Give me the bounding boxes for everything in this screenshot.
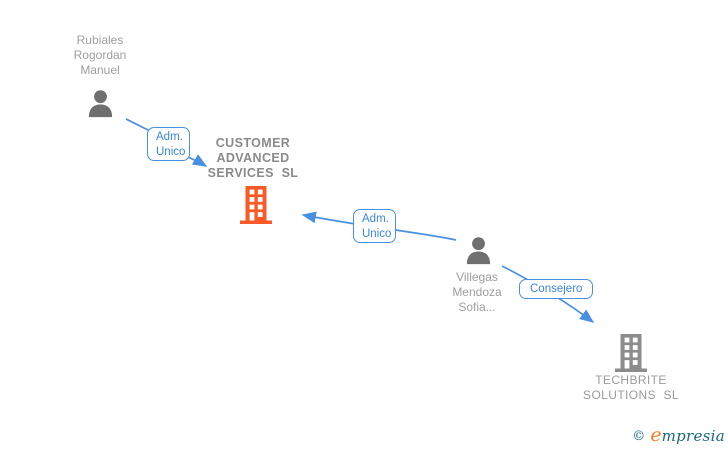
company1-name[interactable]: CUSTOMER ADVANCED SERVICES SL	[207, 136, 299, 180]
empresia-logo[interactable]: © empresia	[632, 424, 725, 446]
company1-building-icon[interactable]	[239, 186, 273, 224]
person1-icon[interactable]	[86, 89, 115, 118]
edge-label-adm-unico-2: Adm. Unico	[353, 209, 396, 243]
brand-name: mpresia	[661, 427, 725, 445]
edge-label-adm-unico-1: Adm. Unico	[147, 127, 190, 161]
brand-initial: e	[650, 424, 662, 446]
copyright-icon: ©	[632, 429, 646, 444]
company2-building-icon[interactable]	[614, 334, 648, 372]
person2-name[interactable]: Villegas Mendoza Sofia...	[452, 270, 502, 314]
person2-icon[interactable]	[464, 236, 493, 265]
company2-name[interactable]: TECHBRITE SOLUTIONS SL	[583, 373, 679, 402]
edge-label-consejero: Consejero	[519, 279, 594, 299]
person1-name[interactable]: Rubiales Rogordan Manuel	[73, 33, 127, 77]
edge-label-to-company1	[187, 154, 208, 167]
